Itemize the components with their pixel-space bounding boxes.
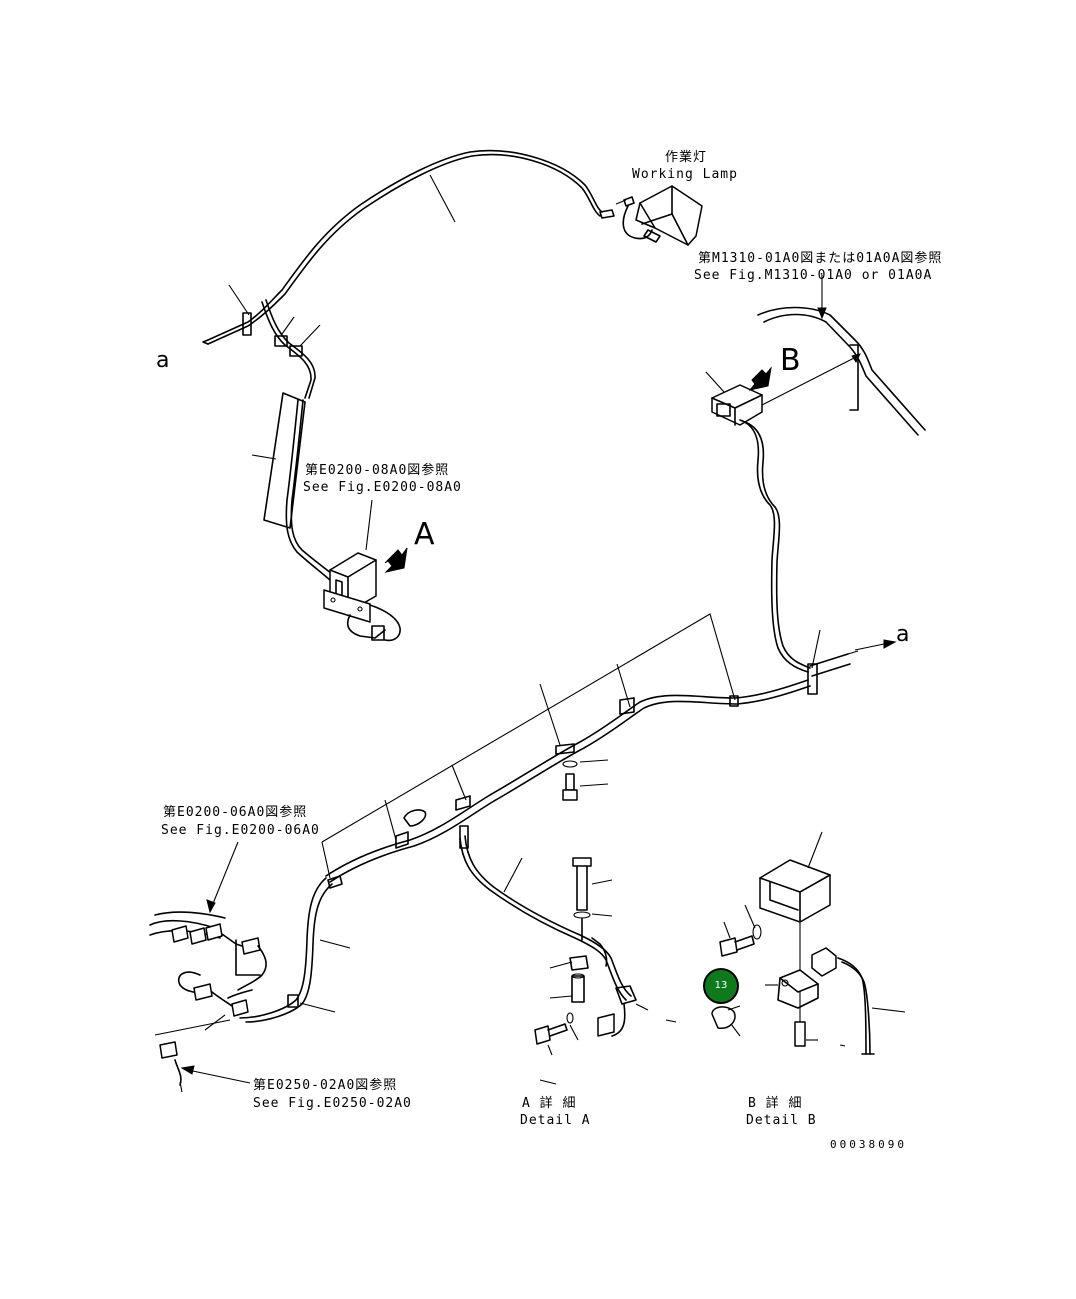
ref-m1310-label-jp: 第M1310-01A0図または01A0A図参照 [698, 251, 943, 266]
ref-m1310-label-en: See Fig.M1310-01A0 or 01A0A [694, 268, 933, 283]
connector-a-right: a [896, 622, 910, 647]
detail-b-title-jp: B 詳 細 [748, 1096, 803, 1111]
detail-a-drawing [459, 825, 677, 1085]
ref-e0200-06-label-en: See Fig.E0200-06A0 [161, 823, 320, 838]
lower-left-connectors [149, 841, 267, 1093]
part-callout-13[interactable]: 13 [703, 968, 739, 1004]
view-b-marker: B [780, 343, 801, 378]
drawing-number: 00038090 [830, 1138, 907, 1151]
working-lamp-label-en: Working Lamp [632, 167, 738, 182]
ref-e0200-06-label-jp: 第E0200-06A0図参照 [163, 805, 308, 820]
cab-frame [705, 275, 926, 695]
detail-a-title-en: Detail A [520, 1113, 591, 1128]
ref-e0250-02-label-jp: 第E0250-02A0図参照 [253, 1078, 398, 1093]
detail-b-drawing [711, 831, 906, 1055]
view-a-marker: A [414, 517, 435, 552]
connector-a-left: a [156, 348, 170, 373]
main-harness [239, 613, 811, 1023]
detail-b-title-en: Detail B [746, 1113, 817, 1128]
ref-e0200-08-label-jp: 第E0200-08A0図参照 [305, 463, 450, 478]
working-lamp-label-jp: 作業灯 [665, 150, 708, 165]
upper-harness [202, 149, 615, 642]
working-lamp [615, 185, 703, 246]
ref-e0250-02-label-en: See Fig.E0250-02A0 [253, 1096, 412, 1111]
ref-e0200-08-label-en: See Fig.E0200-08A0 [303, 480, 462, 495]
detail-a-title-jp: A 詳 細 [522, 1096, 577, 1111]
